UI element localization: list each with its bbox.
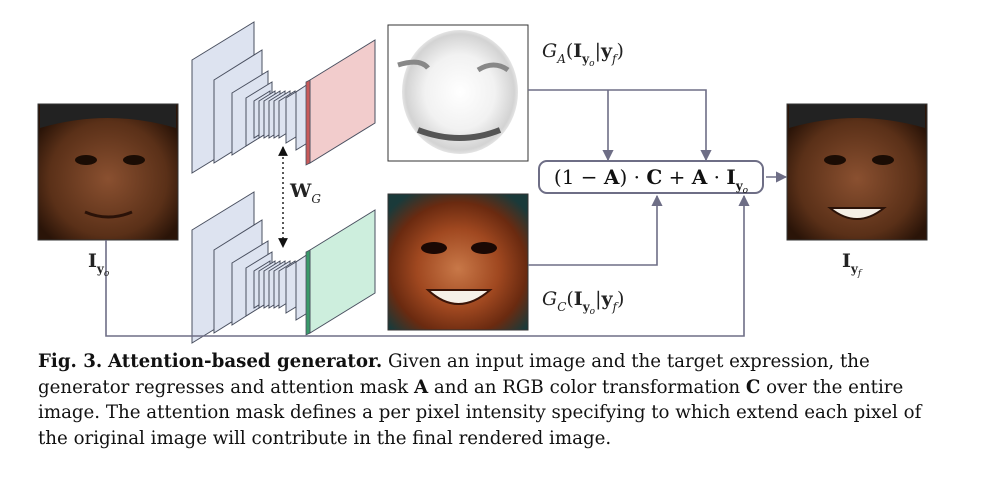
input-image-label: Iyo: [88, 250, 110, 279]
composition-formula: (1 − A) · C + A · Iyo: [538, 160, 764, 196]
attention-mask-image: [387, 24, 529, 162]
figure-drawing: [37, 21, 928, 344]
attention-output-layer: [305, 39, 376, 166]
color-transformation-label: GC(Iyo|yf): [542, 288, 625, 317]
color-transformation-image: [387, 193, 529, 331]
caption-text-2: and an RGB color transformation: [428, 376, 746, 398]
caption-bold-c: C: [745, 376, 761, 398]
caption-text-1: Given an input image and the target expr…: [38, 351, 870, 398]
output-image: [786, 103, 928, 241]
generator-figure: Iyo Iyf WG GA(Iyo|yf) GC(Iyo|yf) (1 − A)…: [37, 21, 928, 344]
input-image: [37, 103, 179, 241]
figure-title: Attention-based generator.: [108, 351, 383, 372]
caption-bold-a: A: [413, 376, 429, 398]
attention-mask-label: GA(Iyo|yf): [542, 40, 624, 69]
connector-arrows: [105, 89, 788, 337]
output-image-label: Iyf: [842, 250, 862, 279]
shared-weights-label: WG: [290, 180, 321, 206]
figure-number: Fig. 3.: [38, 351, 103, 372]
color-output-layer: [305, 209, 376, 336]
caption-text-3: over the entire image. The attention mas…: [38, 376, 922, 449]
attention-network: [191, 21, 376, 174]
figure-caption: Fig. 3. Attention-based generator. Given…: [38, 349, 953, 451]
color-network: [191, 191, 376, 344]
